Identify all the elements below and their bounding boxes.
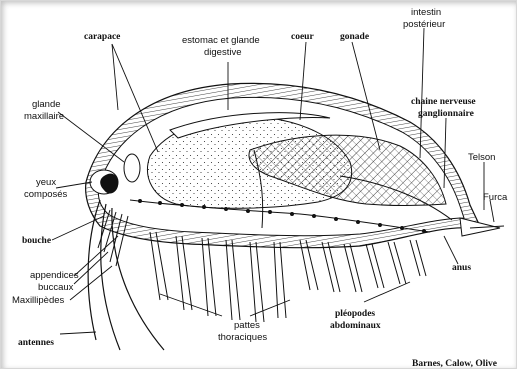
label-furca: Furca xyxy=(483,192,508,203)
label-chaine-line1: chaine nerveuse xyxy=(411,97,476,107)
label-pleopodes-line2: abdominaux xyxy=(330,321,381,331)
label-pattes-line1: pattes xyxy=(234,320,260,331)
credit-text: Barnes, Calow, Olive xyxy=(412,359,497,369)
label-estomac-line2: digestive xyxy=(204,47,242,58)
label-chaine-line2: ganglionnaire xyxy=(418,109,474,119)
label-bouche: bouche xyxy=(22,236,51,246)
label-glande-line1: glande xyxy=(32,99,61,110)
maxillary-gland xyxy=(124,154,140,182)
label-anus: anus xyxy=(452,263,471,273)
label-antennes: antennes xyxy=(18,338,54,348)
label-pleopodes-line1: pléopodes xyxy=(335,309,375,319)
label-pattes-line2: thoraciques xyxy=(218,332,267,343)
label-carapace: carapace xyxy=(84,32,120,42)
label-yeux-line2: composés xyxy=(24,189,68,200)
label-intestin-line1: intestin xyxy=(411,7,441,18)
label-yeux-line1: yeux xyxy=(36,177,56,188)
label-estomac-line1: estomac et glande xyxy=(182,35,260,46)
label-glande-line2: maxillaire xyxy=(24,111,64,122)
label-appendices-line1: appendices xyxy=(30,270,79,281)
label-maxillipedes: Maxillipèdes xyxy=(12,295,65,306)
label-intestin-line2: postérieur xyxy=(403,19,445,30)
label-telson: Telson xyxy=(468,152,495,163)
label-coeur: coeur xyxy=(291,32,314,42)
label-gonade: gonade xyxy=(340,32,369,42)
label-appendices-line2: buccaux xyxy=(38,282,74,293)
